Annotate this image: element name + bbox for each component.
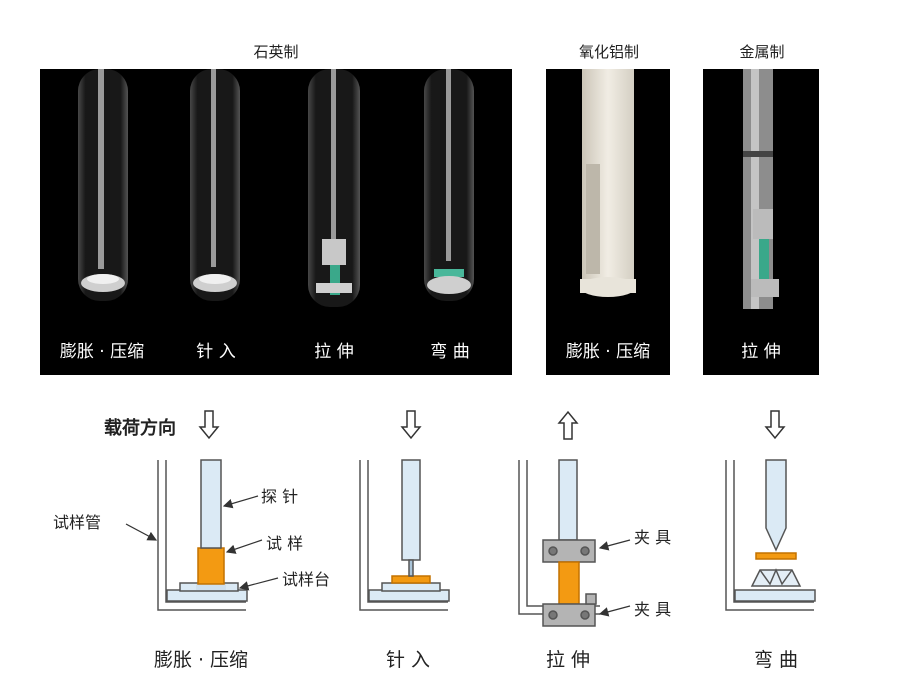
quartz-holder-tension xyxy=(308,69,360,307)
metal-title: 金属制 xyxy=(739,43,785,61)
diagram-expansion xyxy=(157,459,248,611)
metal-label-tension: 拉 伸 xyxy=(741,342,781,362)
diagram-label-penetration: 针 入 xyxy=(385,649,431,671)
diagram-bending xyxy=(725,459,816,611)
load-arrow-down-4 xyxy=(764,410,786,440)
annotation-clamp-bottom: 夹 具 xyxy=(634,600,672,619)
annotation-sample-tube: 试样管 xyxy=(53,513,102,532)
quartz-label-tension: 拉 伸 xyxy=(314,342,354,362)
load-direction-label: 载荷方向 xyxy=(104,418,176,439)
annotation-probe: 探 针 xyxy=(261,487,299,506)
quartz-holders-illustration xyxy=(78,69,474,307)
annotation-clamp-top: 夹 具 xyxy=(634,528,672,547)
diagram-label-tension: 拉 伸 xyxy=(545,649,591,671)
load-arrow-down-2 xyxy=(400,410,422,440)
metal-photo-panel: 拉 伸 xyxy=(703,69,819,375)
quartz-holder-bending xyxy=(424,69,474,301)
annotation-sample: 试 样 xyxy=(266,534,304,553)
metal-holder-illustration xyxy=(743,69,779,309)
alumina-label-expansion: 膨胀 · 压缩 xyxy=(565,342,651,362)
annotation-sample-stage: 试样台 xyxy=(282,570,331,589)
diagram-label-bending: 弯 曲 xyxy=(753,649,799,671)
load-arrows xyxy=(198,410,786,440)
alumina-photo-panel: 膨胀 · 压缩 xyxy=(546,69,670,375)
quartz-label-expansion: 膨胀 · 压缩 xyxy=(59,342,145,362)
quartz-label-bending: 弯 曲 xyxy=(430,342,470,362)
load-arrow-down-1 xyxy=(198,410,220,440)
alumina-title: 氧化铝制 xyxy=(578,43,639,61)
diagram-label-expansion: 膨胀 · 压缩 xyxy=(153,649,249,671)
quartz-title: 石英制 xyxy=(253,43,299,61)
quartz-holder-expansion xyxy=(78,69,128,301)
alumina-holder-illustration xyxy=(580,69,636,297)
quartz-photo-panel: 膨胀 · 压缩 针 入 拉 伸 弯 曲 xyxy=(40,69,512,375)
diagram-tension xyxy=(518,459,600,627)
diagram-penetration xyxy=(359,459,450,611)
quartz-holder-penetration xyxy=(190,69,240,301)
quartz-label-penetration: 针 入 xyxy=(196,342,236,362)
load-arrow-up-3 xyxy=(557,410,579,440)
